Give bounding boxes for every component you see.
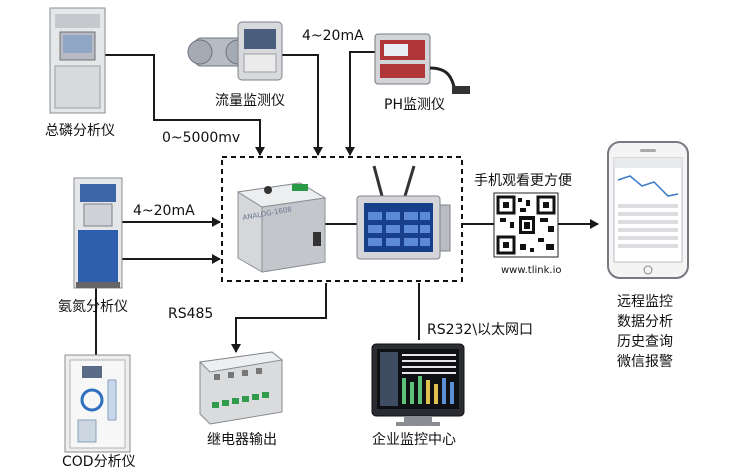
feature-remote-monitoring: 远程监控 bbox=[617, 294, 673, 310]
qr-code bbox=[493, 192, 559, 258]
flow-monitor-device bbox=[187, 21, 283, 81]
feature-data-analysis: 数据分析 bbox=[617, 314, 673, 330]
wire-flow-monitor bbox=[270, 54, 323, 156]
website-label: www.tlink.io bbox=[501, 265, 562, 276]
feature-history-query: 历史查询 bbox=[617, 334, 673, 350]
cod-analyzer-label: COD分析仪 bbox=[62, 454, 136, 470]
gateway-group-box bbox=[221, 156, 463, 282]
signal-ma-left-label: 4~20mA bbox=[133, 203, 195, 219]
tp-analyzer-label: 总磷分析仪 bbox=[45, 123, 115, 139]
feature-wechat-alarm: 微信报警 bbox=[617, 354, 673, 370]
wire-tp-analyzer bbox=[105, 54, 265, 156]
relay-board-device bbox=[198, 351, 284, 425]
ph-monitor-device bbox=[374, 33, 470, 94]
wire-relay-output bbox=[231, 283, 327, 353]
monitor-center-device bbox=[371, 343, 465, 426]
monitor-center-label: 企业监控中心 bbox=[372, 432, 456, 448]
signal-ma-top-label: 4~20mA bbox=[302, 28, 364, 44]
smartphone-device bbox=[607, 141, 689, 279]
nh3-analyzer-device bbox=[73, 177, 123, 289]
phone-view-label: 手机观看更方便 bbox=[474, 173, 572, 189]
tp-analyzer-device bbox=[49, 7, 106, 114]
analog-module-device bbox=[236, 182, 327, 273]
touch-display-device bbox=[356, 165, 451, 260]
cod-analyzer-device bbox=[64, 354, 131, 453]
signal-rs485-label: RS485 bbox=[168, 306, 214, 322]
wire-ph-monitor bbox=[345, 51, 375, 156]
signal-mv-label: 0~5000mv bbox=[162, 130, 241, 146]
relay-output-label: 继电器输出 bbox=[207, 432, 277, 448]
ph-monitor-label: PH监测仪 bbox=[384, 97, 445, 113]
feature-list: 远程监控 数据分析 历史查询 微信报警 bbox=[617, 292, 673, 372]
flow-monitor-label: 流量监测仪 bbox=[215, 93, 285, 109]
nh3-analyzer-label: 氨氮分析仪 bbox=[58, 299, 128, 315]
wire-cod-analyzer bbox=[95, 254, 221, 355]
signal-rs232-label: RS232\以太网口 bbox=[427, 322, 534, 338]
